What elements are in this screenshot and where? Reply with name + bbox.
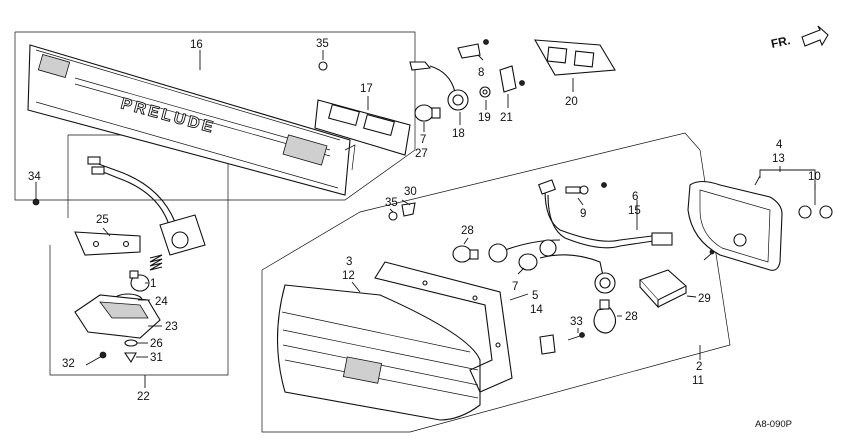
screw-32 [85,351,107,366]
label-1: 1 [150,278,156,290]
lens-housing-20 [534,39,616,76]
bulb-7-lower [518,253,538,271]
label-28-left: 28 [461,225,474,237]
socket-18 [409,61,469,111]
group-outline-license-light [49,134,229,376]
part-labels: 16 35 17 7 27 18 8 19 21 20 34 25 1 24 2… [28,38,821,403]
label-10: 10 [808,171,821,183]
label-16: 16 [190,39,203,51]
label-22: 22 [137,391,150,403]
side-lamp-4-13 [687,180,833,271]
label-23: 23 [165,321,178,333]
connector-21 [499,65,525,93]
label-14: 14 [530,304,543,316]
label-27: 27 [415,148,428,160]
label-7-upper: 7 [420,134,426,146]
resistor-29 [639,269,687,309]
label-25: 25 [96,214,109,226]
license-lens-23 [74,294,161,339]
diagram-code: A8-090P [755,419,792,430]
label-13: 13 [772,153,785,165]
label-35-top: 35 [316,38,329,50]
direction-label: FR. [770,33,792,51]
label-8: 8 [478,67,484,79]
label-6: 6 [632,191,638,203]
label-15: 15 [628,205,641,217]
label-4: 4 [776,139,783,151]
label-34: 34 [28,171,41,183]
screw-33 [567,332,585,341]
retainer-5-14 [539,334,556,355]
tail-light-gasket [374,261,513,393]
label-24: 24 [155,296,168,308]
label-32: 32 [62,358,75,370]
label-31: 31 [150,352,163,364]
group-outline-garnish [14,31,416,201]
spring-25 [149,254,163,271]
nut-35-top [318,61,328,71]
screw-34 [32,190,40,206]
label-11: 11 [692,375,704,387]
label-3: 3 [346,256,352,268]
label-7-lower: 7 [512,281,518,293]
bulb-28-right [593,299,617,334]
label-17: 17 [360,83,373,95]
label-30: 30 [404,186,417,198]
label-12: 12 [342,270,355,282]
leader-lines [35,50,816,388]
key-9 [565,182,607,195]
tail-light-lens [277,284,481,421]
label-35-mid: 35 [385,197,398,209]
label-9: 9 [580,208,586,220]
front-direction-arrow: FR. [770,25,829,51]
bracket-8 [457,39,489,59]
license-lens-part [314,99,411,156]
label-2: 2 [696,361,702,373]
bracket-25 [74,231,141,256]
bulb-28-left [452,245,479,263]
label-20: 20 [565,96,578,108]
label-21: 21 [500,112,513,124]
washer-26 [124,339,138,347]
bulb-upper [414,104,441,122]
label-33: 33 [570,316,583,328]
clip-31 [123,352,137,364]
screw-29-adj [703,249,715,261]
tail-light-harness [488,179,673,294]
label-29: 29 [698,293,711,305]
label-5: 5 [532,290,538,302]
label-18: 18 [452,128,465,140]
nut-19 [479,86,491,98]
rear-garnish-part: PRELUDE [27,44,356,196]
license-light-socket [87,156,206,256]
label-28-right: 28 [625,311,638,323]
label-26: 26 [150,338,163,350]
label-19: 19 [478,112,491,124]
bulb-1 [129,270,150,292]
clip-30-35 [388,202,416,221]
